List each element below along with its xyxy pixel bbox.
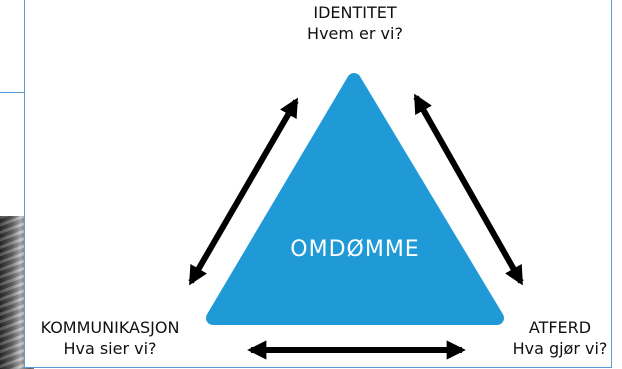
- label-behavior: ATFERD Hva gjør vi?: [500, 317, 620, 359]
- label-communication: KOMMUNIKASJON Hva sier vi?: [20, 317, 200, 359]
- label-communication-question: Hva sier vi?: [63, 339, 157, 358]
- background-line-horizontal: [0, 92, 40, 93]
- arrow-right-diagonal: [413, 93, 524, 286]
- label-identity: IDENTITET Hvem er vi?: [290, 2, 420, 44]
- label-identity-question: Hvem er vi?: [307, 24, 403, 43]
- label-communication-title: KOMMUNIKASJON: [40, 318, 180, 337]
- label-identity-title: IDENTITET: [313, 3, 397, 22]
- arrow-left-diagonal: [188, 97, 299, 286]
- label-behavior-title: ATFERD: [528, 318, 592, 337]
- center-label: OMDØMME: [290, 237, 419, 262]
- label-behavior-question: Hva gjør vi?: [512, 339, 608, 358]
- reputation-triangle: [206, 73, 504, 325]
